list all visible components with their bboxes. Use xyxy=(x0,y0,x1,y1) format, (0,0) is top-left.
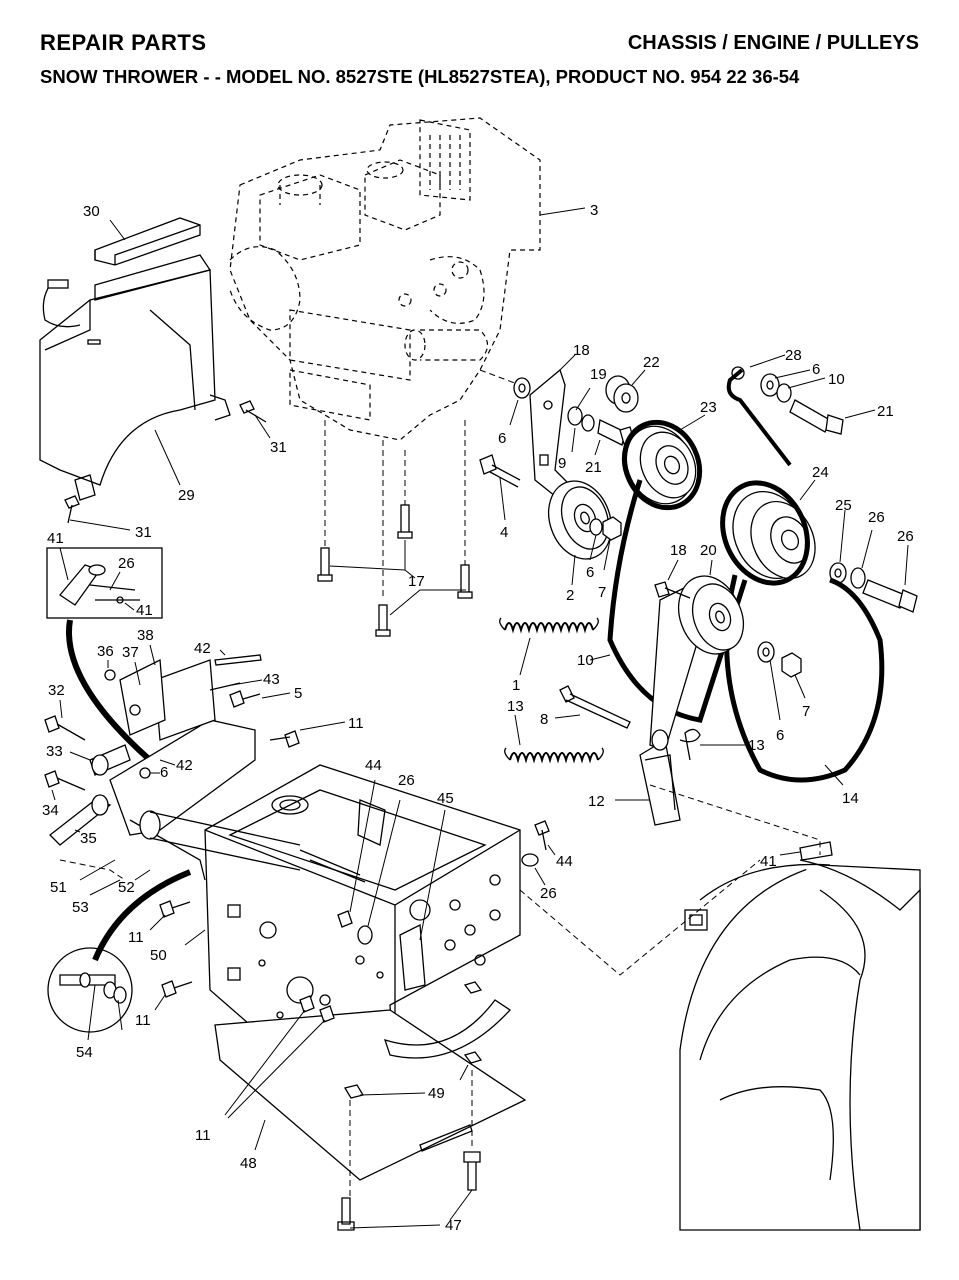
engine-bolts xyxy=(317,504,473,637)
callout-41c: 42 xyxy=(176,757,193,774)
belt-cover xyxy=(39,254,231,501)
spring-1 xyxy=(499,617,599,634)
callout-48: 49 xyxy=(428,1085,445,1102)
callout-7a: 7 xyxy=(598,584,606,601)
callout-33: 33 xyxy=(46,743,63,760)
callout-25: 25 xyxy=(835,497,852,514)
callout-26c: 26 xyxy=(540,885,557,902)
callout-10b: 10 xyxy=(828,371,845,388)
callout-2: 2 xyxy=(566,587,574,604)
bolt-27 xyxy=(862,579,918,613)
callout-52: 53 xyxy=(72,899,89,916)
callout-18: 18 xyxy=(670,542,687,559)
belt-cover-lid xyxy=(42,217,201,328)
callout-21a: 21 xyxy=(585,459,602,476)
callout-38: 26 xyxy=(118,555,135,572)
callout-11c: 11 xyxy=(195,1127,211,1144)
callout-6d: 6 xyxy=(776,727,784,744)
callout-11b: 11 xyxy=(135,1012,151,1029)
callout-41b: 41 xyxy=(136,602,153,619)
callout-24: 24 xyxy=(812,464,829,481)
callout-6e: 6 xyxy=(160,764,168,781)
callout-31b: 31 xyxy=(135,524,152,541)
spring-14 xyxy=(504,747,604,764)
left-bracket-assembly xyxy=(109,658,301,881)
callout-14: 13 xyxy=(507,698,524,715)
callout-3: 3 xyxy=(590,202,598,219)
callout-19: 19 xyxy=(590,366,607,383)
callout-34: 34 xyxy=(42,802,59,819)
pulley-24 xyxy=(720,480,816,586)
belt-15 xyxy=(724,574,885,783)
callout-41a: 41 xyxy=(47,530,64,547)
callout-20: 20 xyxy=(700,542,717,559)
callout-17: 18 xyxy=(573,342,590,359)
auger-housing xyxy=(679,841,921,1231)
callout-6a: 6 xyxy=(498,430,506,447)
idler-pulley-20 xyxy=(678,575,745,655)
callout-5: 5 xyxy=(294,685,302,702)
pin-8 xyxy=(559,685,631,729)
callout-1: 1 xyxy=(512,677,520,694)
bolt-21 xyxy=(789,399,844,435)
model-subtitle: SNOW THROWER - - MODEL NO. 8527STE (HL85… xyxy=(40,66,800,87)
callout-12: 12 xyxy=(588,793,605,810)
callout-53: 54 xyxy=(76,1044,93,1061)
rod-28 xyxy=(726,366,792,467)
inset-detail-53 xyxy=(47,947,133,1033)
callout-50: 51 xyxy=(50,879,67,896)
callout-10a: 9 xyxy=(558,455,566,472)
callout-23: 23 xyxy=(700,399,717,416)
engine-pulley-23 xyxy=(621,419,703,511)
callout-51: 52 xyxy=(118,879,135,896)
callout-49: 50 xyxy=(150,947,167,964)
callout-45: 45 xyxy=(437,790,454,807)
callout-29: 29 xyxy=(178,487,195,504)
section-title: CHASSIS / ENGINE / PULLEYS xyxy=(627,32,919,54)
hairpin-13 xyxy=(679,728,701,761)
callout-43: 43 xyxy=(263,671,280,688)
callout-44b: 44 xyxy=(556,853,573,870)
callout-4: 4 xyxy=(500,524,508,541)
callout-15: 14 xyxy=(842,790,859,807)
callout-6c: 6 xyxy=(812,361,820,378)
callout-32: 32 xyxy=(48,682,65,699)
callout-39: 38 xyxy=(137,627,154,644)
callout-35: 35 xyxy=(80,830,97,847)
callout-26b: 26 xyxy=(398,772,415,789)
callout-46: 48 xyxy=(240,1155,257,1172)
callout-31a: 31 xyxy=(270,439,287,456)
callout-8: 8 xyxy=(540,711,548,728)
callout-9: 10 xyxy=(577,652,594,669)
callout-11d: 11 xyxy=(348,715,364,732)
callout-16: 17 xyxy=(408,573,425,590)
callout-13: 13 xyxy=(748,737,765,754)
callout-21b: 21 xyxy=(877,403,894,420)
spacer-22 xyxy=(605,375,639,413)
inset-detail-38 xyxy=(46,547,163,619)
callout-37: 37 xyxy=(122,644,139,661)
callout-36: 36 xyxy=(97,643,114,660)
callout-6b: 6 xyxy=(586,564,594,581)
page-header: REPAIR PARTS CHASSIS / ENGINE / PULLEYS … xyxy=(40,30,919,110)
callout-11a: 11 xyxy=(128,929,144,946)
callout-47: 47 xyxy=(445,1217,462,1234)
callout-30: 30 xyxy=(83,203,100,220)
idler-bracket xyxy=(529,368,577,501)
repair-parts-title: REPAIR PARTS xyxy=(40,30,207,55)
engine-outline xyxy=(229,117,541,441)
callout-28: 28 xyxy=(785,347,802,364)
callout-42: 42 xyxy=(194,640,211,657)
callout-40: 41 xyxy=(760,853,777,870)
callout-7b: 7 xyxy=(802,703,810,720)
callout-44a: 44 xyxy=(365,757,382,774)
callout-26a: 26 xyxy=(868,509,885,526)
callout-22: 22 xyxy=(643,354,660,371)
callout-27: 26 xyxy=(897,528,914,545)
